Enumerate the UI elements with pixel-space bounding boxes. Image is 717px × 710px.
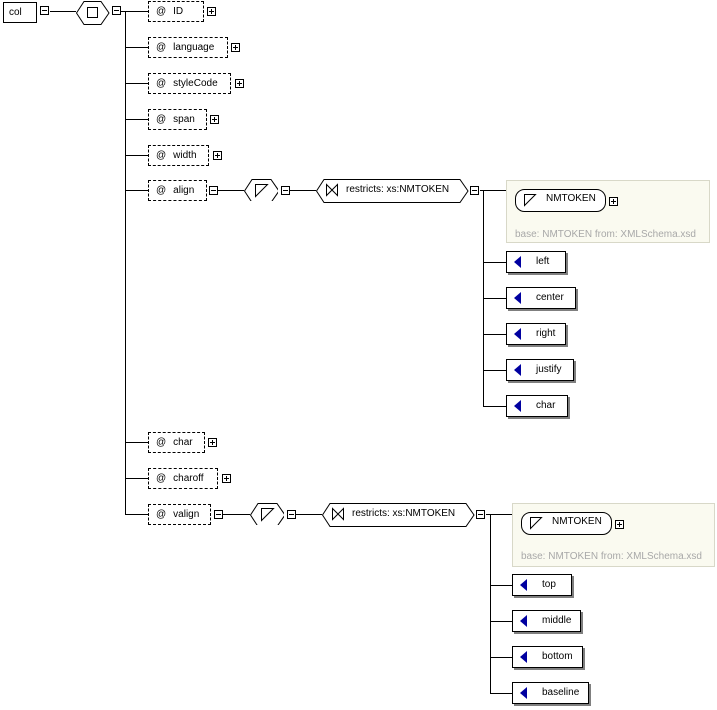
enum-marker-icon: [514, 364, 521, 376]
restriction-icon: [332, 507, 344, 521]
expand-toggle-width[interactable]: [213, 151, 222, 160]
attribute-align[interactable]: @align: [148, 180, 207, 201]
root-element-col[interactable]: col: [3, 2, 37, 23]
expand-toggle-language[interactable]: [231, 43, 240, 52]
restriction-align-frame: [316, 179, 469, 203]
restriction-align[interactable]: restricts: xs:NMTOKEN: [346, 184, 450, 195]
enum-center[interactable]: center: [506, 287, 576, 309]
attribute-id[interactable]: @ID: [148, 1, 204, 22]
sequence-compositor[interactable]: [76, 1, 110, 25]
enum-top[interactable]: top: [512, 574, 572, 596]
enum-char[interactable]: char: [506, 395, 568, 417]
collapse-toggle-restriction-valign[interactable]: [476, 510, 485, 519]
enum-marker-icon: [514, 256, 521, 268]
enum-middle[interactable]: middle: [512, 610, 581, 632]
base-note-valign: base: NMTOKEN from: XMLSchema.xsd: [521, 551, 702, 562]
enum-marker-icon: [514, 292, 521, 304]
collapse-toggle-restriction-align[interactable]: [470, 186, 479, 195]
base-type-valign-frame: [521, 512, 612, 535]
simple-type-align[interactable]: [244, 179, 278, 201]
enum-right[interactable]: right: [506, 323, 566, 345]
expand-toggle-id[interactable]: [207, 7, 216, 16]
collapse-toggle-valign[interactable]: [214, 510, 223, 519]
root-element-label: col: [9, 7, 22, 18]
collapse-toggle-align[interactable]: [209, 186, 218, 195]
expand-toggle-charoff[interactable]: [222, 474, 231, 483]
simple-type-valign[interactable]: [250, 503, 284, 525]
expand-toggle-stylecode[interactable]: [235, 79, 244, 88]
attribute-char[interactable]: @char: [148, 432, 205, 453]
attribute-width[interactable]: @width: [148, 145, 209, 166]
simple-type-icon: [530, 517, 543, 530]
attribute-charoff[interactable]: @charoff: [148, 468, 218, 489]
collapse-toggle-col[interactable]: [40, 6, 49, 15]
enum-baseline[interactable]: baseline: [512, 682, 589, 704]
attribute-language[interactable]: @language: [148, 37, 228, 58]
simple-type-icon: [255, 184, 269, 198]
enum-marker-icon: [520, 651, 527, 663]
enum-justify[interactable]: justify: [506, 359, 574, 381]
collapse-toggle-sequence[interactable]: [112, 6, 121, 15]
base-note-align: base: NMTOKEN from: XMLSchema.xsd: [515, 229, 696, 240]
attribute-stylecode[interactable]: @styleCode: [148, 73, 231, 94]
enum-marker-icon: [520, 615, 527, 627]
base-type-valign[interactable]: NMTOKEN: [552, 516, 602, 527]
sequence-icon: [87, 7, 98, 18]
restriction-icon: [326, 183, 338, 197]
restriction-valign-frame: [322, 503, 475, 527]
expand-toggle-span[interactable]: [210, 115, 219, 124]
enum-left[interactable]: left: [506, 251, 566, 273]
attribute-valign[interactable]: @valign: [148, 504, 211, 525]
expand-toggle-char[interactable]: [208, 438, 217, 447]
expand-toggle-base-align[interactable]: [609, 197, 618, 206]
attribute-span[interactable]: @span: [148, 109, 207, 130]
expand-toggle-base-valign[interactable]: [615, 520, 624, 529]
collapse-toggle-simple-type-align[interactable]: [281, 186, 290, 195]
simple-type-icon: [261, 508, 275, 522]
base-type-align-frame: [515, 189, 606, 212]
enum-marker-icon: [520, 687, 527, 699]
enum-marker-icon: [520, 579, 527, 591]
restriction-valign[interactable]: restricts: xs:NMTOKEN: [352, 508, 456, 519]
enum-marker-icon: [514, 328, 521, 340]
enum-marker-icon: [514, 400, 521, 412]
enum-bottom[interactable]: bottom: [512, 646, 583, 668]
collapse-toggle-simple-type-valign[interactable]: [287, 510, 296, 519]
simple-type-icon: [524, 194, 537, 207]
base-type-align[interactable]: NMTOKEN: [546, 193, 596, 204]
